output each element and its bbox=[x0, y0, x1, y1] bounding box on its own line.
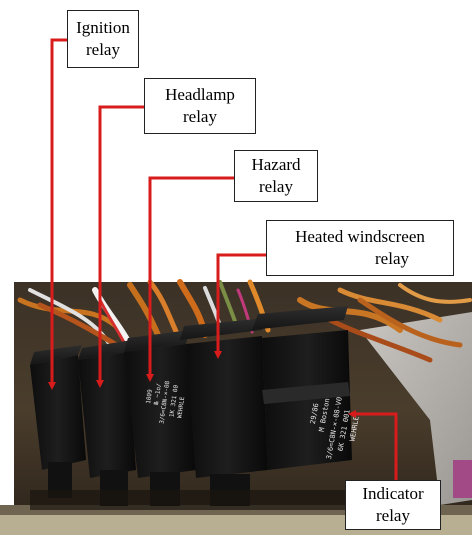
hazard-label-line2: relay bbox=[259, 177, 293, 196]
indicator-relay-label: Indicator relay bbox=[345, 480, 441, 530]
heated-label-line2: relay bbox=[375, 249, 409, 268]
headlamp-label-line2: relay bbox=[183, 107, 217, 126]
relay-3-marking: 1009 № ~1o/ 3/6=C8N-×-08 1K 321 00 WEHRL… bbox=[145, 380, 186, 424]
svg-text:1009: 1009 bbox=[145, 389, 154, 405]
heated-windscreen-relay-label: Heated windscreen relay bbox=[266, 220, 454, 276]
svg-text:WEHRLE: WEHRLE bbox=[176, 396, 186, 419]
headlamp-label-line1: Headlamp bbox=[165, 85, 235, 104]
ignition-label-line1: Ignition bbox=[76, 18, 130, 37]
indicator-label-line1: Indicator bbox=[362, 484, 424, 503]
relay-1 bbox=[30, 345, 86, 498]
svg-text:№ ~1o/: № ~1o/ bbox=[153, 383, 163, 406]
headlamp-relay-label: Headlamp relay bbox=[144, 78, 256, 134]
ignition-label-line2: relay bbox=[86, 40, 120, 59]
hazard-label-line1: Hazard bbox=[251, 155, 301, 174]
relay-5: 29/86 M Boston 3/6=C8N-×-08-V0 6K 321 00… bbox=[252, 306, 361, 470]
ignition-relay-label: Ignition relay bbox=[67, 10, 139, 68]
hazard-relay-label: Hazard relay bbox=[234, 150, 318, 202]
heated-label-line1: Heated windscreen bbox=[295, 227, 425, 246]
svg-text:29/86: 29/86 bbox=[309, 403, 321, 425]
svg-text:1K 321 00: 1K 321 00 bbox=[168, 384, 180, 418]
indicator-label-line2: relay bbox=[376, 506, 410, 525]
side-tab bbox=[453, 460, 472, 498]
